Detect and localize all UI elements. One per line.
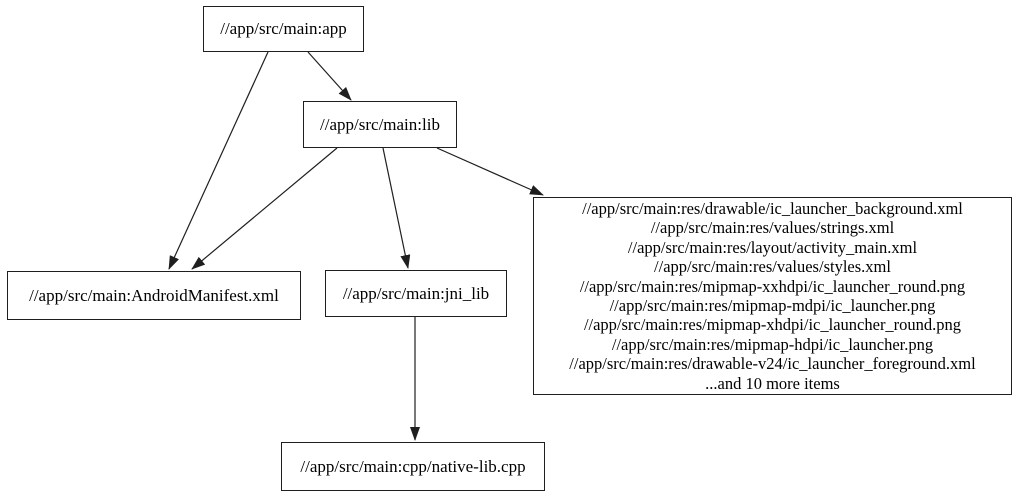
- edge-lib-to-jni-lib: [382, 147, 411, 269]
- node-app-target: //app/src/main:app: [203, 6, 364, 52]
- node-lib-target: //app/src/main:lib: [303, 101, 457, 148]
- edge-lib-to-manifest: [191, 147, 338, 270]
- node-res-file-group: //app/src/main:res/drawable/ic_launcher_…: [533, 197, 1012, 395]
- edge-app-to-lib: [307, 51, 352, 101]
- edge-lib-to-res-group: [436, 147, 544, 196]
- node-android-manifest: //app/src/main:AndroidManifest.xml: [7, 271, 301, 320]
- edge-app-to-manifest: [168, 51, 269, 270]
- node-native-lib-cpp: //app/src/main:cpp/native-lib.cpp: [281, 442, 545, 491]
- node-jni-lib: //app/src/main:jni_lib: [325, 270, 507, 317]
